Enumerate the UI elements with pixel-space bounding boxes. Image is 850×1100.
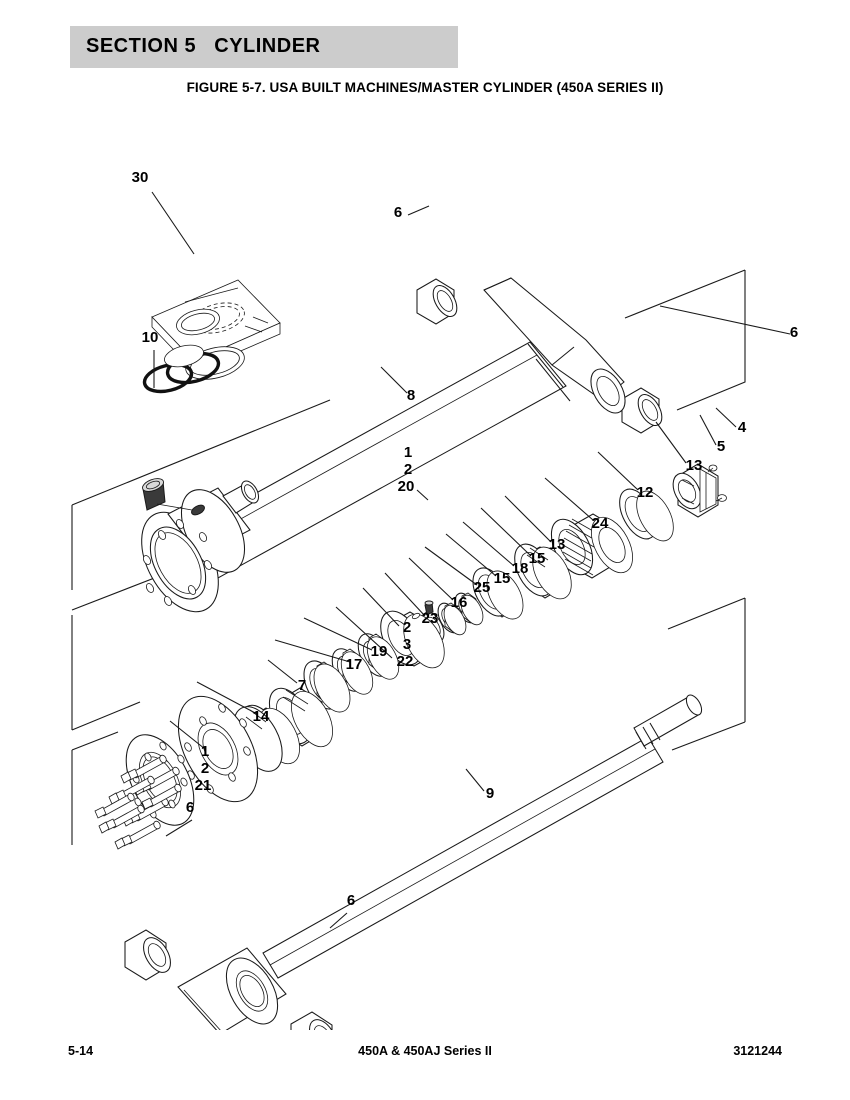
part-rod-seal-22 (303, 660, 351, 713)
callout-8: 8 (407, 387, 415, 404)
figure-title: FIGURE 5-7. USA BUILT MACHINES/MASTER CY… (186, 80, 664, 95)
bolt (141, 783, 182, 810)
part-retaining-clamp-4 (672, 463, 727, 518)
part-bushing-6-upper-left (416, 278, 458, 325)
footer-model: 450A & 450AJ Series II (358, 1044, 492, 1058)
bolt (120, 754, 167, 784)
part-backup-ring-13-lower (472, 567, 524, 620)
callout-12: 12 (637, 484, 654, 501)
callout-4: 4 (738, 419, 747, 436)
callout-9: 9 (486, 785, 494, 802)
exploded-parts-diagram: 30 6 6 10 8 4 5 13 12 1 2 20 24 13 15 18… (0, 110, 850, 1030)
section-title: SECTION 5 CYLINDER (86, 35, 321, 57)
callout-22: 22 (397, 653, 414, 670)
callout-18: 18 (512, 560, 529, 577)
part-piston-rod-9 (177, 694, 703, 1030)
callout-2a: 2 (404, 461, 412, 478)
part-seal-kit-30 (142, 279, 281, 394)
section-header-bar: SECTION 5 CYLINDER (70, 26, 458, 68)
bolt (98, 804, 145, 834)
callout-1a: 1 (404, 444, 412, 461)
callout-leader-lines (151, 191, 791, 929)
bolt (114, 820, 161, 850)
footer-document-number: 3121244 (733, 1044, 782, 1058)
barrel-flange-bolt-holes (142, 519, 213, 606)
part-piston-seal-24 (514, 543, 572, 600)
part-bushing-6-upper-right (621, 387, 663, 434)
callout-24: 24 (592, 515, 609, 532)
bolt (94, 792, 135, 819)
part-bushing-6-lower-right (290, 1011, 337, 1030)
footer-page-number: 5-14 (68, 1044, 94, 1058)
callout-2b: 2 (403, 619, 411, 636)
callout-23: 23 (422, 610, 439, 627)
part-backup-ring-13-upper (619, 488, 674, 542)
callout-6d: 6 (347, 892, 355, 909)
part-cylinder-head-gland-7 (177, 695, 283, 803)
callout-6c: 6 (186, 799, 194, 816)
callout-6a: 6 (394, 204, 402, 221)
callout-13a: 13 (686, 457, 703, 474)
callout-3: 3 (403, 636, 411, 653)
callout-20: 20 (398, 478, 415, 495)
callout-7: 7 (298, 677, 306, 694)
callout-16: 16 (451, 594, 468, 611)
page-footer: 5-14 450A & 450AJ Series II 3121244 (0, 1044, 850, 1064)
callout-21: 21 (195, 777, 212, 794)
callout-15b: 15 (494, 570, 511, 587)
callout-numbers: 30 6 6 10 8 4 5 13 12 1 2 20 24 13 15 18… (132, 169, 799, 909)
gland-flange-bolt-holes (184, 703, 251, 794)
part-bolt-set-1-2-21 (94, 754, 182, 850)
diagram-frame-lines (71, 269, 746, 845)
callout-10: 10 (142, 329, 159, 346)
part-cylinder-barrel-8 (141, 277, 626, 613)
callout-17: 17 (346, 656, 363, 673)
callout-30: 30 (132, 169, 149, 186)
callout-14: 14 (253, 708, 270, 725)
callout-19: 19 (371, 643, 388, 660)
part-port-plug-10 (142, 478, 193, 511)
callout-13b: 13 (549, 536, 566, 553)
part-set-screw-20 (424, 600, 434, 616)
callout-25: 25 (474, 579, 491, 596)
callout-1b: 1 (201, 743, 209, 760)
callout-15a: 15 (529, 550, 546, 567)
part-bushing-6-lower-left (124, 929, 171, 981)
callout-6b: 6 (790, 324, 798, 341)
callout-2c: 2 (201, 760, 209, 777)
callout-5: 5 (717, 438, 725, 455)
